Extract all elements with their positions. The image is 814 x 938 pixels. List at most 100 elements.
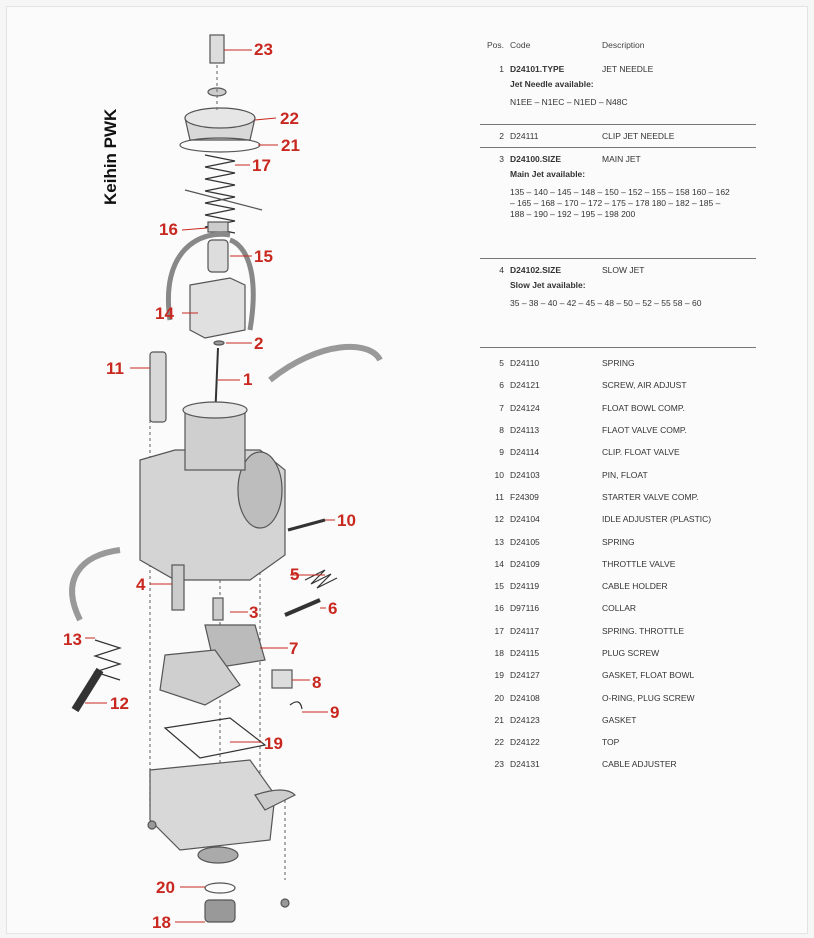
row-code: D24105 [510,536,540,547]
table-row: 20 D24108 O-RING, PLUG SCREW [480,686,756,708]
table-row: 13 D24105 SPRING [480,530,756,552]
row-pos: 18 [494,648,504,658]
brand-label: Keihin PWK [101,108,120,205]
table-row: 9 D24114 CLIP. FLOAT VALVE [480,441,756,463]
table-block-2: 2 D24111 CLIP JET NEEDLE [480,125,756,148]
callout-10: 10 [337,511,356,530]
table-block-4: 4 D24102.SIZE SLOW JET Slow Jet availabl… [480,259,756,348]
row-description: TOP [602,737,620,748]
row-description: GASKET, FLOAT BOWL [602,670,695,681]
row-description: SPRING [602,536,635,547]
row-description: CABLE ADJUSTER [602,759,677,770]
table-row: 5 D24110 SPRING [480,352,756,374]
row-code: D24122 [510,737,540,748]
row-description: SLOW JET [602,265,645,275]
callout-21: 21 [281,136,300,155]
row-pos: 9 [499,447,504,458]
row-pos: 12 [494,514,504,525]
table-row: 2 D24111 CLIP JET NEEDLE [480,129,756,143]
row-pos: 2 [499,131,504,141]
table-row: 23 D24131 CABLE ADJUSTER [480,753,756,775]
row-pos: 8 [499,425,504,436]
callout-15: 15 [254,247,273,266]
callout-1: 1 [243,370,253,389]
callout-14: 14 [155,304,174,323]
header-pos: Pos. [486,40,504,50]
row-code: D24121 [510,380,540,391]
callout-12: 12 [110,694,129,713]
row-pos: 20 [494,692,504,703]
callout-11: 11 [106,359,124,378]
row-code: D24117 [510,625,540,636]
row-code: D24104 [510,514,540,525]
row-description: IDLE ADJUSTER (PLASTIC) [602,514,712,525]
row-code: D24123 [510,714,540,725]
callout-3: 3 [249,603,259,622]
row-code: D24114 [510,447,540,458]
table-row: 12 D24104 IDLE ADJUSTER (PLASTIC) [480,508,756,530]
callout-4: 4 [136,575,146,594]
row-code: D24110 [510,358,540,369]
row-description: O-RING, PLUG SCREW [602,692,695,703]
row-pos: 14 [494,558,504,569]
row-code: D24127 [510,670,540,681]
row-code: D97116 [510,603,540,614]
row-code: D24124 [510,402,540,413]
row-pos: 17 [494,625,504,636]
row-description: COLLAR [602,603,637,614]
available-label: Main Jet available: [510,169,586,179]
row-description: CLIP. FLOAT VALVE [602,447,680,458]
row-code: D24101.TYPE [510,64,565,74]
available-sizes: 135 – 140 – 145 – 148 – 150 – 152 – 155 … [510,187,730,219]
available-sizes: N1EE – N1EC – N1ED – N48C [510,97,628,107]
callout-9: 9 [330,703,340,722]
row-pos: 10 [494,469,504,480]
table-row: 1 D24101.TYPE JET NEEDLE [480,62,756,76]
carburetor-drawing [69,34,383,923]
row-description: JET NEEDLE [602,64,654,74]
table-row: 4 D24102.SIZE SLOW JET [480,263,756,277]
available-sizes: 35 – 38 – 40 – 42 – 45 – 48 – 50 – 52 – … [510,298,702,308]
row-code: D24115 [510,648,540,658]
callout-19: 19 [264,734,283,753]
row-description: SPRING [602,358,635,369]
available-label: Jet Needle available: [510,79,594,89]
table-row: 3 D24100.SIZE MAIN JET [480,152,756,166]
row-code: F24309 [510,491,539,502]
row-code: D24100.SIZE [510,154,562,164]
row-pos: 13 [494,536,504,547]
callout-20: 20 [156,878,175,897]
row-pos: 5 [499,358,504,369]
callout-13: 13 [63,630,82,649]
row-pos: 4 [499,265,504,275]
row-description: SCREW, AIR ADJUST [602,380,687,391]
row-pos: 23 [494,759,504,770]
row-code: D24131 [510,759,540,770]
row-code: D24102.SIZE [510,265,562,275]
row-code: D24113 [510,425,540,436]
row-code: D24108 [510,692,540,703]
callout-5: 5 [290,565,300,584]
carburetor-exploded-diagram: Keihin PWK 23 22 21 17 16 15 14 2 1 11 1… [63,34,383,931]
row-pos: 21 [494,714,504,725]
callout-2: 2 [254,334,264,353]
row-description: FLOAT BOWL COMP. [602,402,685,413]
parts-table: Pos. Code Description 1 D24101.TYPE JET … [480,40,756,776]
row-description: SPRING. THROTTLE [602,625,685,636]
row-description: CLIP JET NEEDLE [602,131,675,141]
row-code: D24103 [510,469,540,480]
callout-17: 17 [252,156,271,175]
row-code: D24119 [510,581,540,592]
table-header: Pos. Code Description [480,40,756,58]
